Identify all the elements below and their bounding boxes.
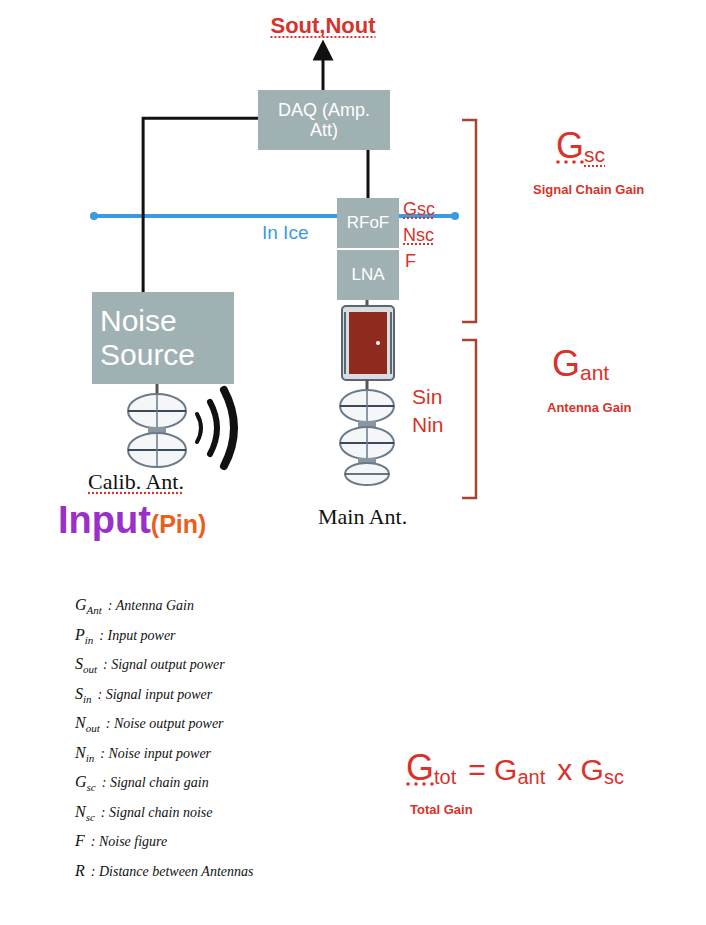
label-text: sc (87, 781, 96, 793)
label-text: sc (604, 766, 624, 788)
label-text: in (83, 693, 92, 705)
signal-wire (367, 150, 370, 198)
definition-text: : Signal chain noise (101, 805, 213, 820)
node-text: LNA (341, 265, 395, 284)
label-text: Sout,Nout (270, 13, 375, 38)
label-text: Total Gain (410, 802, 473, 817)
label-text: R (75, 862, 85, 879)
label-text: G (556, 125, 584, 166)
ice-line-end (90, 212, 98, 220)
gain-caption: Signal Chain Gain (533, 180, 644, 198)
symbol-definition: Gsc : Signal chain gain (75, 773, 209, 793)
label-text: in (86, 752, 95, 764)
definition-text: : Signal chain gain (102, 775, 209, 790)
output-label: Sout,Nout (270, 14, 375, 38)
label-text: G (75, 773, 87, 790)
label-text: Signal Chain Gain (533, 182, 644, 197)
input-label: Input(Pin) (58, 500, 206, 542)
lna-box: LNA (337, 250, 399, 300)
label-text: = G (468, 753, 517, 786)
label-text: Calib. Ant. (88, 469, 184, 494)
total-gain-equation: Gtot = Gant x Gsc (406, 748, 624, 788)
noise-source-box: Noise Source (92, 292, 234, 384)
radio-waves (197, 390, 234, 466)
symbol-definition: F : Noise figure (75, 832, 167, 850)
definition-text: : Signal output power (103, 657, 225, 672)
label-text: Sin (412, 385, 442, 408)
label-text: Input (58, 499, 151, 541)
region-label: In Ice (262, 223, 308, 244)
label-text: Ant (87, 604, 102, 616)
label-text: N (75, 744, 86, 761)
symbol-definition: GAnt : Antenna Gain (75, 596, 194, 616)
label-text: N (75, 714, 86, 731)
parameter-label: F (405, 252, 416, 272)
parameter-label: Sin (412, 385, 442, 408)
antenna-label: Main Ant. (318, 505, 407, 529)
definition-text: : Antenna Gain (108, 598, 194, 613)
calibration-antenna (128, 384, 186, 467)
symbol-definition: Sin : Signal input power (75, 685, 212, 705)
label-text: sc (584, 143, 605, 166)
symbol-definition: Nin : Noise input power (75, 744, 211, 764)
node-text: RFoF (341, 213, 395, 232)
gain-symbol: Gant (552, 344, 609, 384)
ice-line-end (451, 212, 459, 220)
label-text: Main Ant. (318, 504, 407, 529)
label-text: ant (580, 361, 609, 384)
symbol-definition: Nout : Noise output power (75, 714, 224, 734)
symbol-definition: Sout : Signal output power (75, 655, 225, 675)
label-text: sc (86, 811, 95, 823)
label-text: S (75, 685, 83, 702)
ice-surface-line (94, 214, 455, 218)
symbol-definition: Nsc : Signal chain noise (75, 803, 212, 823)
label-text: F (75, 832, 85, 849)
label-text: G (75, 596, 87, 613)
symbol-definition: Pin : Input power (75, 626, 176, 646)
label-text: out (83, 663, 97, 675)
signal-wire (143, 118, 258, 292)
parameter-label: Nsc (403, 226, 434, 246)
definition-text: : Distance between Antennas (91, 864, 254, 879)
label-text: G (552, 343, 580, 384)
definition-text: : Noise output power (106, 716, 224, 731)
label-text: ant (517, 766, 545, 788)
parameter-label: Nin (412, 413, 444, 436)
label-text: tot (434, 766, 456, 788)
gain-caption: Antenna Gain (547, 398, 632, 416)
daq-box: DAQ (Amp. Att) (258, 90, 390, 150)
label-text: x G (557, 753, 604, 786)
label-text: In Ice (262, 222, 308, 243)
parameter-label: Gsc (403, 200, 435, 220)
main-antenna (340, 300, 394, 485)
label-text: Gsc (403, 199, 435, 219)
label-text: in (85, 634, 94, 646)
rfof-box: RFoF (337, 198, 399, 248)
output-arrow (322, 50, 325, 90)
label-text: Nin (412, 413, 444, 436)
gain-caption: Total Gain (410, 800, 473, 818)
definition-text: : Signal input power (98, 687, 213, 702)
definition-text: : Noise figure (91, 834, 167, 849)
gain-symbol: Gsc (556, 126, 605, 166)
label-text: P (75, 626, 85, 643)
node-text: Noise Source (100, 304, 226, 371)
definition-text: : Noise input power (100, 746, 211, 761)
label-text: Antenna Gain (547, 400, 632, 415)
signal-chain-bracket (462, 120, 476, 322)
antenna-label: Calib. Ant. (88, 470, 184, 494)
label-text: S (75, 655, 83, 672)
antenna-bracket (462, 340, 476, 498)
label-text: Nsc (403, 225, 434, 245)
label-text: G (406, 747, 434, 788)
definition-text: : Input power (99, 628, 175, 643)
label-text: (Pin) (151, 510, 207, 538)
label-text: F (405, 251, 416, 271)
node-text: DAQ (Amp. Att) (264, 100, 384, 140)
symbol-definition: R : Distance between Antennas (75, 862, 253, 880)
label-text: N (75, 803, 86, 820)
label-text: out (86, 722, 100, 734)
